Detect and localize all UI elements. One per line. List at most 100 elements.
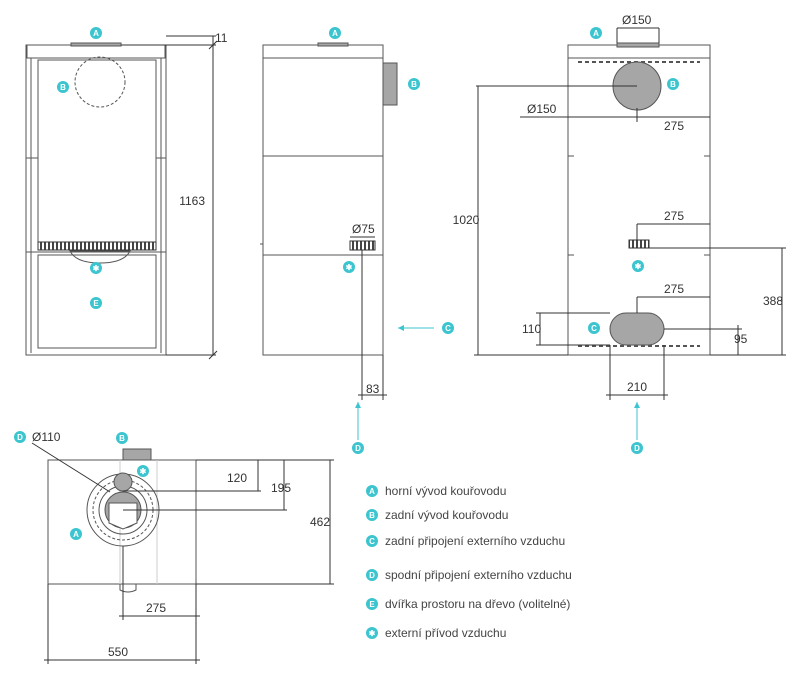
side-top-flue	[317, 42, 349, 47]
legend-item-b: B zadní vývod kouřovodu	[366, 508, 508, 522]
legend-item-c: C zadní připojení externího vzduchu	[366, 534, 565, 548]
svg-text:B: B	[119, 434, 125, 443]
top-view	[31, 442, 334, 664]
badge-e-front: E	[90, 297, 102, 309]
dim-back-95: 95	[734, 332, 748, 346]
svg-text:✱: ✱	[346, 263, 353, 272]
front-air-inlet	[69, 250, 131, 264]
badge-c-back: C	[588, 322, 600, 334]
badge-c-side: C	[442, 322, 454, 334]
dim-back-275b: 275	[664, 209, 684, 223]
side-rear-flue	[382, 62, 398, 106]
top-front-foot	[119, 584, 137, 593]
back-arrow-d-head	[634, 402, 640, 408]
svg-text:✱: ✱	[635, 262, 642, 271]
svg-text:B: B	[369, 511, 375, 520]
svg-text:D: D	[355, 444, 361, 453]
legend-item-a: A horní vývod kouřovodu	[366, 484, 506, 498]
front-top-plate	[26, 44, 166, 59]
svg-text:horní vývod kouřovodu: horní vývod kouřovodu	[385, 484, 506, 498]
svg-text:zadní vývod kouřovodu: zadní vývod kouřovodu	[385, 508, 508, 522]
svg-text:✱: ✱	[369, 629, 376, 638]
svg-text:A: A	[332, 29, 338, 38]
dim-back-d150: Ø150	[527, 102, 557, 116]
svg-text:✱: ✱	[140, 467, 147, 476]
dim-back-275a: 275	[664, 119, 684, 133]
front-tick-2	[208, 350, 218, 360]
legend-item-d: D spodní připojení externího vzduchu	[366, 568, 572, 582]
badges: A B ✱ E A B ✱ C D A B ✱ C D D B ✱ A	[14, 27, 679, 540]
svg-text:A: A	[73, 530, 79, 539]
badge-d-top: D	[14, 431, 26, 443]
svg-text:C: C	[369, 537, 375, 546]
svg-text:D: D	[369, 571, 375, 580]
dim-front-1163: 1163	[179, 194, 205, 208]
dim-top-550: 550	[108, 645, 128, 659]
side-body	[262, 44, 384, 356]
svg-text:B: B	[670, 80, 676, 89]
top-air-inlet	[113, 472, 133, 492]
dim-back-110: 110	[522, 322, 541, 336]
badge-star-front: ✱	[90, 262, 102, 274]
side-arrow-c-head	[398, 325, 404, 331]
svg-text:dvířka prostoru na dřevo (voli: dvířka prostoru na dřevo (volitelné)	[385, 597, 570, 611]
back-air-connection	[609, 312, 665, 346]
badge-star-back: ✱	[632, 260, 644, 272]
badge-d-back: D	[631, 442, 643, 454]
badge-a-side: A	[329, 27, 341, 39]
badge-b-back: B	[667, 78, 679, 90]
legend-item-e: E dvířka prostoru na dřevo (volitelné)	[366, 597, 570, 611]
svg-text:zadní připojení externího vzdu: zadní připojení externího vzduchu	[385, 534, 565, 548]
dim-side-83: 83	[366, 382, 380, 396]
dim-top-120: 120	[227, 471, 247, 485]
front-wood-door	[37, 254, 157, 349]
badge-a-front: A	[90, 27, 102, 39]
top-leader-d	[31, 442, 111, 493]
badge-b-front: B	[57, 81, 69, 93]
svg-text:B: B	[60, 83, 66, 92]
svg-text:E: E	[93, 299, 99, 308]
svg-text:D: D	[634, 444, 640, 453]
badge-d-side: D	[352, 442, 364, 454]
dim-front-11: 11	[215, 31, 228, 45]
front-ash-grate	[37, 241, 157, 251]
side-arrow-d-head	[355, 402, 361, 408]
dim-top-d110: Ø110	[32, 430, 61, 444]
dim-top-275: 275	[146, 601, 166, 615]
badge-a-top: A	[70, 528, 82, 540]
dim-back-388: 388	[763, 294, 783, 308]
svg-text:C: C	[591, 324, 597, 333]
svg-text:D: D	[17, 433, 23, 442]
side-view	[260, 42, 434, 440]
front-glass-door	[37, 59, 157, 243]
svg-text:A: A	[369, 487, 375, 496]
dim-back-d150-top: Ø150	[622, 13, 652, 27]
svg-text:externí přívod vzduchu: externí přívod vzduchu	[385, 626, 506, 640]
dim-back-275c: 275	[664, 282, 684, 296]
front-rear-flue-hidden	[74, 56, 126, 108]
badge-star-top: ✱	[137, 465, 149, 477]
side-air-inlet	[349, 240, 376, 251]
top-rear-flue	[122, 448, 152, 461]
back-air-inlet	[628, 239, 650, 249]
dim-top-195: 195	[271, 481, 291, 495]
svg-text:B: B	[411, 80, 417, 89]
badge-b-top: B	[116, 432, 128, 444]
legend: A horní vývod kouřovodu B zadní vývod ko…	[366, 484, 572, 640]
dim-side-d75: Ø75	[352, 222, 375, 236]
front-top-flue	[70, 42, 122, 47]
dim-back-210: 210	[627, 380, 647, 394]
svg-text:✱: ✱	[93, 264, 100, 273]
badge-star-side: ✱	[343, 261, 355, 273]
front-tick-1	[208, 40, 218, 50]
dim-top-462: 462	[310, 515, 330, 529]
badge-b-side: B	[408, 78, 420, 90]
top-damper	[108, 502, 138, 530]
side-top-plate	[262, 44, 384, 59]
back-top-flue	[616, 42, 660, 48]
front-view	[25, 35, 218, 360]
back-view	[474, 27, 786, 440]
svg-text:C: C	[445, 324, 451, 333]
svg-text:A: A	[593, 29, 599, 38]
